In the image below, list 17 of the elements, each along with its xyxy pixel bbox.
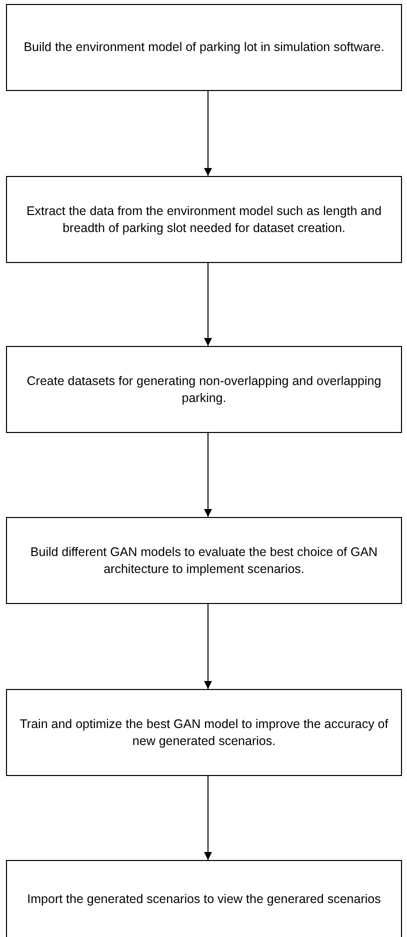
- step-text: Extract the data from the environment model such as length and breadth of parking slot needed for dataset creation.: [25, 203, 383, 236]
- step-text: Import the generated scenarios to view the generared scenarios: [27, 891, 381, 908]
- arrow: [204, 604, 212, 690]
- process-box: [6, 860, 402, 937]
- arrow: [204, 90, 212, 176]
- arrow: [204, 776, 212, 860]
- process-box: [6, 689, 402, 776]
- step-text: Create datasets for generating non-overlapping and overlapping parking.: [26, 373, 382, 406]
- step-text: Build different GAN models to evaluate the best choice of GAN architecture to implement scenarios.: [29, 544, 379, 577]
- process-box: [6, 346, 402, 433]
- step-text: Train and optimize the best GAN model to improve the accuracy of new generated scenarios.: [18, 716, 390, 749]
- process-box: [6, 517, 402, 604]
- step-text: Build the environment model of parking lot in simulation software.: [24, 39, 384, 56]
- arrow: [204, 262, 212, 346]
- arrow: [204, 432, 212, 518]
- process-box: [6, 4, 402, 91]
- process-box: [6, 176, 402, 263]
